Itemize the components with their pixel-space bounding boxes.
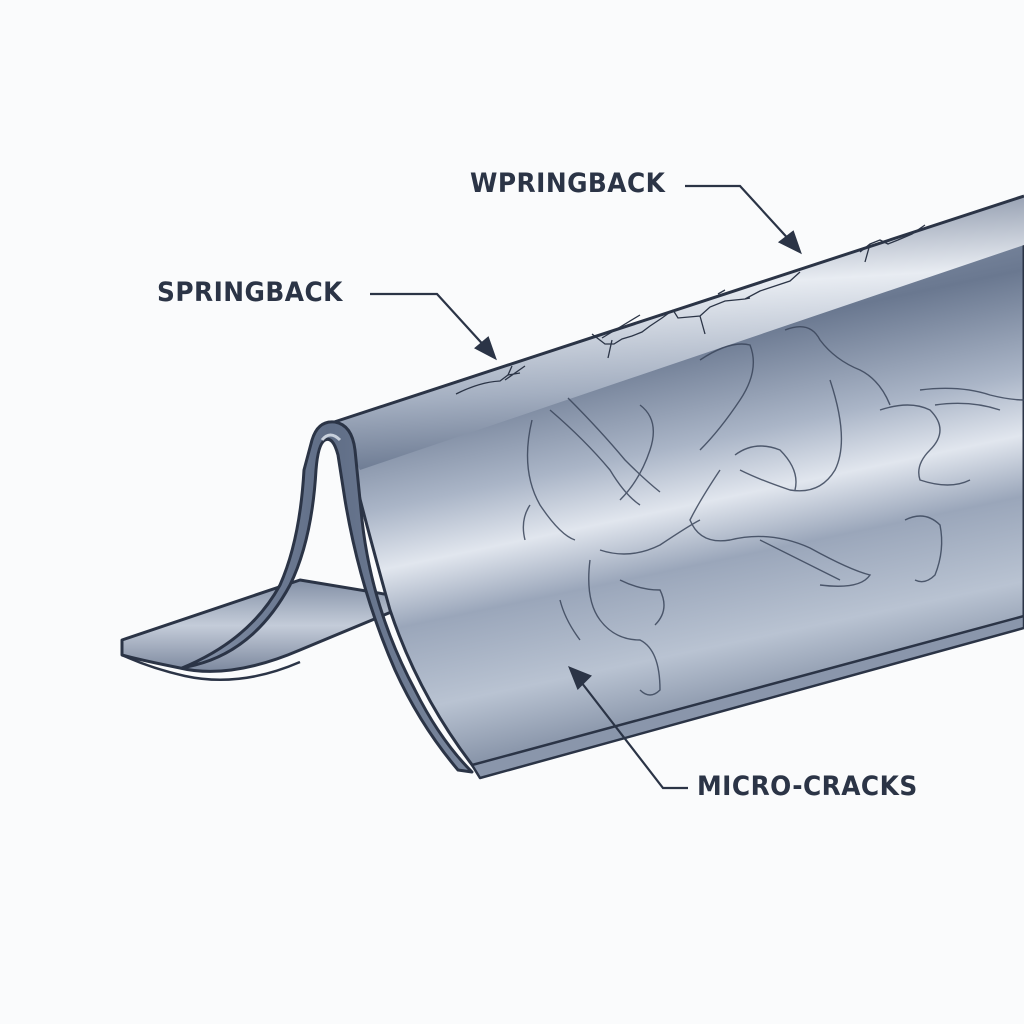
springback-cracks [455, 224, 926, 395]
springback-label: SPRINGBACK [157, 277, 343, 308]
wpringback-arrow [685, 184, 802, 255]
leader-arrows [370, 184, 802, 790]
wpringback-label: WPRINGBACK [470, 168, 666, 199]
springback-arrow [370, 292, 497, 361]
profile-end-section [180, 420, 474, 774]
micro-crack-pattern [522, 326, 1024, 696]
bottom-flange [120, 578, 422, 681]
profile-face [320, 194, 1024, 780]
micro-cracks-arrow [568, 666, 688, 790]
micro-cracks-label: MICRO-CRACKS [697, 771, 918, 802]
